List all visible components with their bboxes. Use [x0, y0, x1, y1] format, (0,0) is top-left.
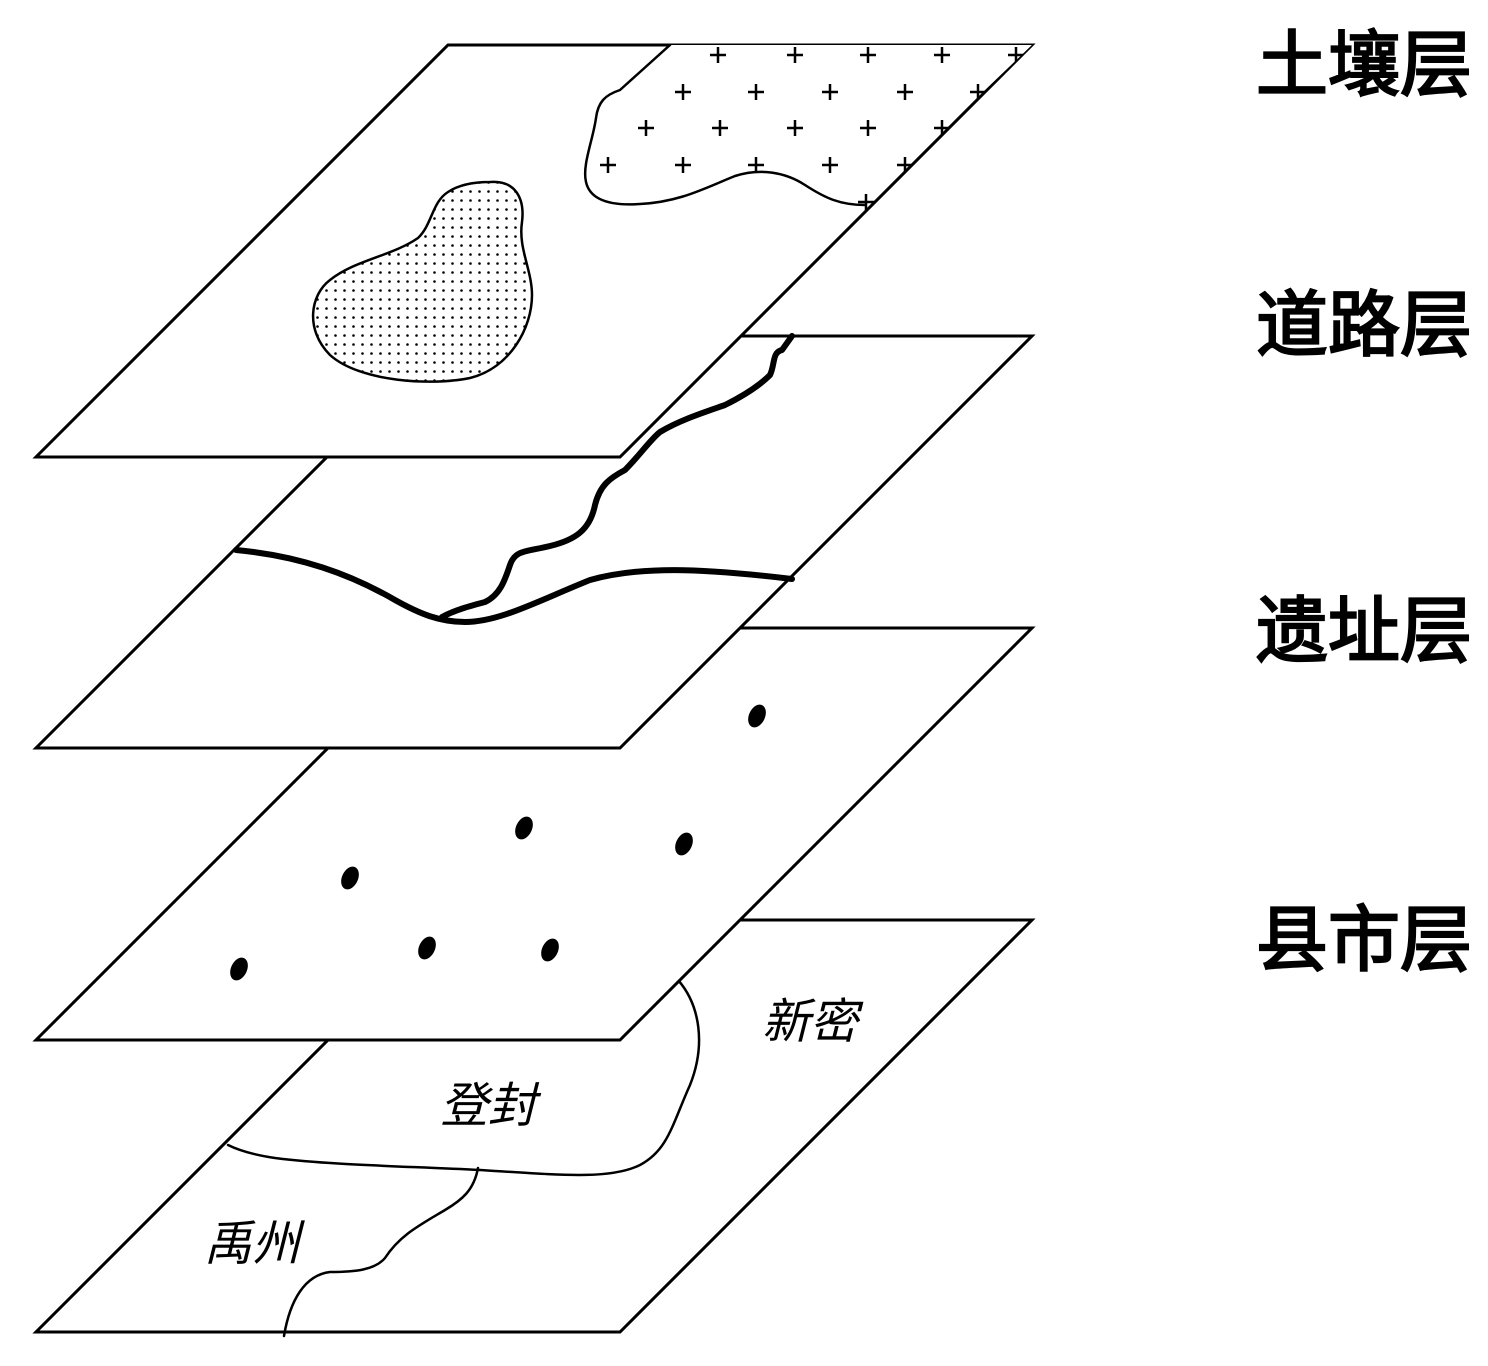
- site-plane: [32, 626, 1036, 1042]
- soil-region-dotted: [311, 180, 534, 383]
- site-point: [541, 938, 559, 962]
- road-plane: [32, 334, 1036, 750]
- site-point: [675, 832, 693, 856]
- site-point: [748, 704, 766, 728]
- layer-label-county: 县市层: [1256, 897, 1472, 982]
- layer-label-site: 遗址层: [1256, 588, 1472, 673]
- site-layer-plane: [32, 626, 1036, 1042]
- soil-cross-marks: [600, 47, 1024, 210]
- county-plane: [32, 918, 1036, 1334]
- county-label-yuzhou: 禹州: [204, 1216, 305, 1272]
- site-point: [230, 957, 248, 981]
- site-point: [418, 936, 436, 960]
- county-label-xinmi: 新密: [762, 994, 864, 1050]
- county-layer-plane: 新密 登封 禹州: [32, 918, 1036, 1338]
- boundary-yuzhou-dengfeng: [282, 1166, 480, 1338]
- site-point: [341, 866, 359, 890]
- road-layer-plane: [32, 333, 1036, 750]
- road-line-winding: [439, 333, 795, 620]
- layer-label-road: 道路层: [1256, 282, 1472, 367]
- road-line-horizontal: [233, 547, 795, 625]
- soil-region-cross: [583, 45, 1032, 210]
- layer-label-soil: 土壤层: [1256, 22, 1472, 107]
- county-label-dengfeng: 登封: [440, 1078, 542, 1134]
- soil-layer-plane: [32, 43, 1036, 459]
- boundary-dengfeng-xinmi: [226, 978, 701, 1177]
- site-point: [515, 816, 533, 840]
